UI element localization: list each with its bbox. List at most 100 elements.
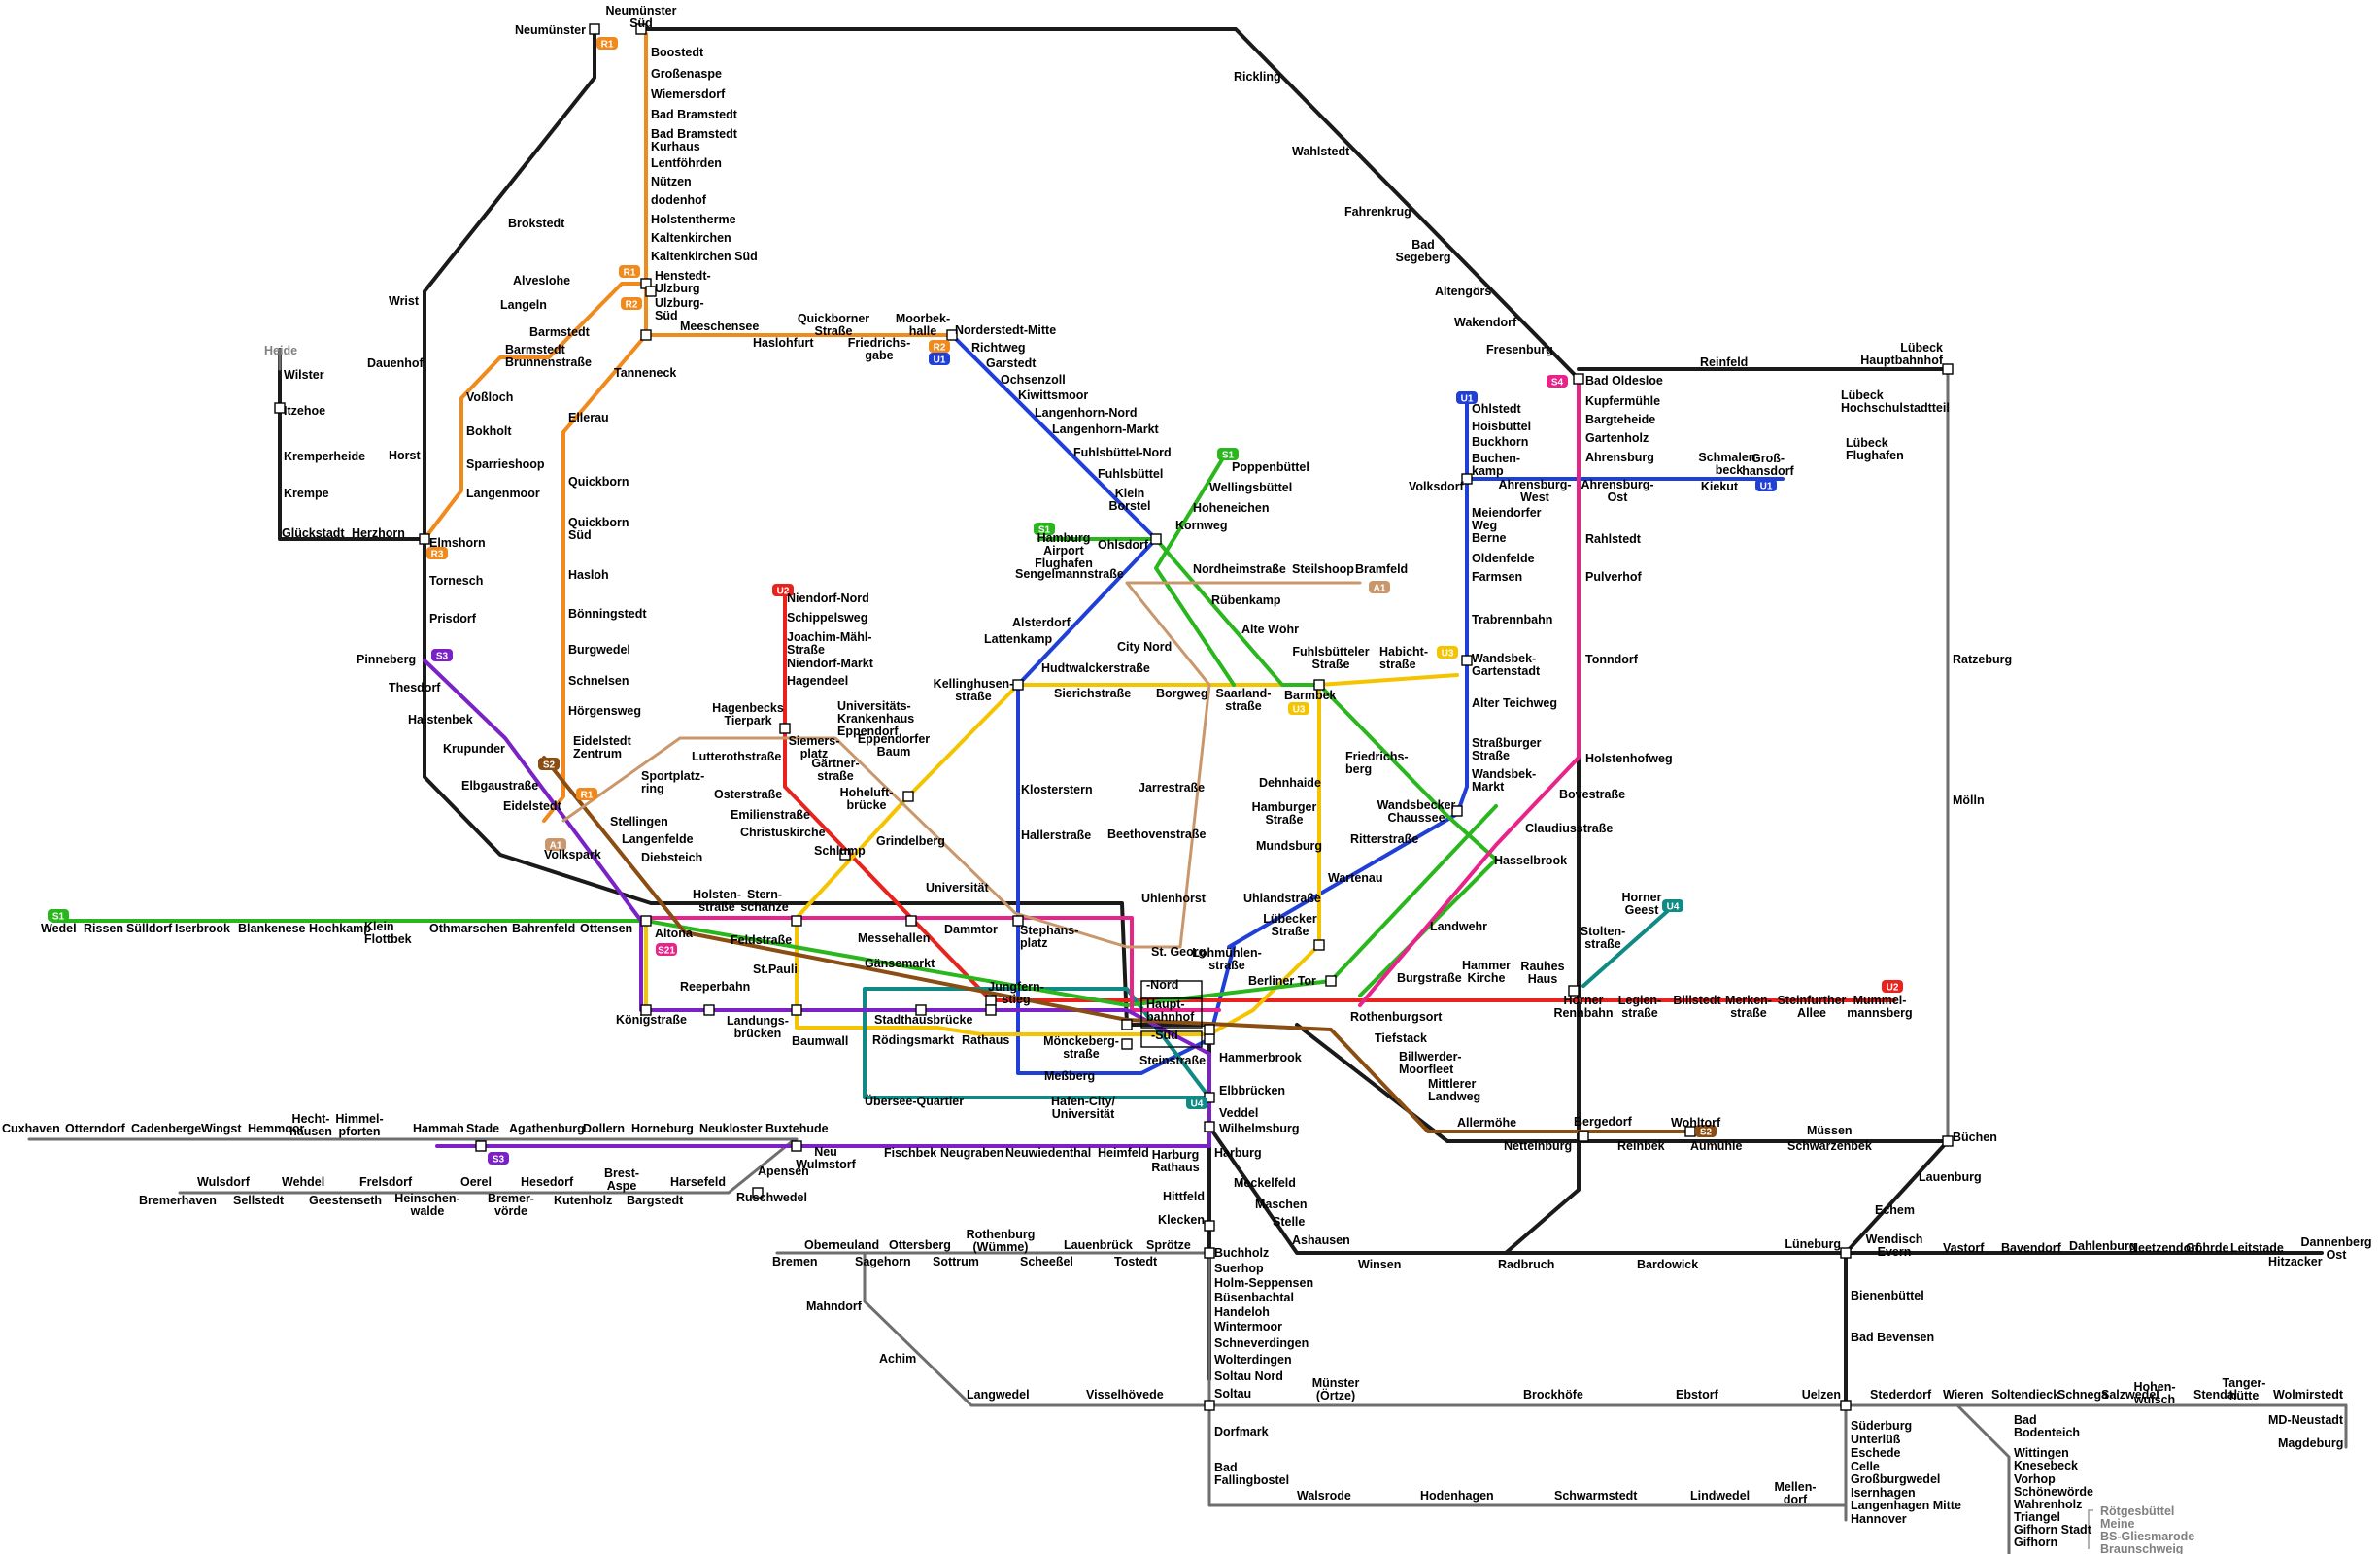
station-marker[interactable] (791, 1140, 802, 1152)
station-label-wehdel: Wehdel (282, 1175, 324, 1189)
station-label-isernhagen: Isernhagen (1851, 1486, 1916, 1500)
station-marker[interactable] (791, 915, 802, 927)
station-label-ottersberg: Ottersberg (889, 1238, 951, 1252)
station-marker[interactable] (752, 1187, 764, 1199)
station-label-reinbek: Reinbek (1617, 1139, 1665, 1153)
station-label-sellstedt: Sellstedt (233, 1194, 285, 1207)
station-marker[interactable] (905, 915, 917, 927)
station-marker[interactable] (1840, 1400, 1852, 1411)
station-label-dollern: Dollern (583, 1122, 625, 1135)
station-label-unterluss: Unterlüß (1851, 1433, 1901, 1446)
station-marker[interactable] (635, 23, 647, 35)
station-label-soltau: Soltau (1214, 1387, 1251, 1401)
station-marker[interactable] (1461, 655, 1473, 666)
station-label-uelzen: Uelzen (1802, 1388, 1841, 1402)
station-marker[interactable] (1840, 1247, 1852, 1259)
station-marker[interactable] (985, 1004, 997, 1016)
station-marker[interactable] (475, 1140, 487, 1152)
station-label-buchen: Büchen (1953, 1131, 1997, 1144)
station-marker[interactable] (1204, 1024, 1215, 1035)
station-marker[interactable] (1121, 1019, 1133, 1030)
station-marker[interactable] (1012, 679, 1024, 691)
station-marker[interactable] (703, 1004, 715, 1016)
station-label-lutteroth: Lutterothstraße (692, 750, 781, 763)
station-label-hittfeld: Hittfeld (1163, 1190, 1205, 1203)
station-label-elmshorn: Elmshorn (429, 536, 486, 550)
station-marker[interactable] (1204, 1247, 1215, 1259)
station-marker[interactable] (645, 286, 657, 297)
station-label-krempe: Krempe (284, 487, 329, 500)
station-label-konigstr: Königstraße (616, 1013, 687, 1027)
station-marker[interactable] (640, 329, 652, 341)
station-label-sagehorn: Sagehorn (855, 1255, 911, 1268)
station-label-maschen: Maschen (1255, 1198, 1308, 1211)
station-label-buckhorn: Buckhorn (1472, 435, 1528, 449)
station-label-rathaus: Rathaus (962, 1033, 1009, 1047)
station-label-tiefstack: Tiefstack (1375, 1031, 1427, 1045)
station-marker[interactable] (1568, 985, 1580, 997)
station-marker[interactable] (1325, 975, 1337, 987)
hauptbahnhof-box[interactable] (1140, 997, 1203, 1029)
station-marker[interactable] (779, 723, 791, 734)
station-label-grossenaspe: Großenaspe (651, 67, 722, 81)
station-label-alveslohe: Alveslohe (513, 274, 570, 287)
station-marker[interactable] (1313, 679, 1325, 691)
line-uelzen-braunschweig (1955, 1403, 2011, 1554)
station-marker[interactable] (1204, 1400, 1215, 1411)
station-marker[interactable] (1204, 1121, 1215, 1132)
station-marker[interactable] (1012, 915, 1024, 927)
station-label-wahlstedt: Wahlstedt (1292, 145, 1350, 158)
station-marker[interactable] (1121, 1038, 1133, 1050)
station-label-echem: Echem (1875, 1203, 1915, 1217)
station-label-borgweg: Borgweg (1156, 687, 1207, 700)
station-label-buxtehude: Buxtehude (765, 1122, 829, 1135)
station-marker[interactable] (1204, 1033, 1215, 1045)
station-label-winsen: Winsen (1358, 1258, 1401, 1271)
station-marker[interactable] (839, 849, 851, 861)
station-marker[interactable] (589, 23, 600, 35)
station-marker[interactable] (1942, 1135, 1954, 1147)
station-label-burgwedel: Burgwedel (568, 643, 630, 657)
station-label-ohlsdorf: Ohlsdorf (1098, 538, 1149, 552)
station-label-holm-seppensen: Holm-Seppensen (1214, 1276, 1313, 1290)
station-marker[interactable] (640, 1004, 652, 1016)
station-label-tanneneck: Tanneneck (614, 366, 676, 380)
station-label-grosshansdorf: Groß-hansdorf (1742, 452, 1794, 478)
station-marker[interactable] (640, 915, 652, 927)
station-label-trabrennbahn: Trabrennbahn (1472, 613, 1552, 626)
line-badge: R3 (426, 547, 448, 560)
station-marker[interactable] (985, 995, 997, 1006)
station-label-bad-bramstedt: Bad Bramstedt (651, 108, 738, 121)
station-marker[interactable] (1204, 1220, 1215, 1232)
station-label-apensen: Apensen (758, 1165, 809, 1178)
line-badge: U4 (1186, 1097, 1207, 1110)
station-marker[interactable] (1451, 805, 1463, 817)
station-marker[interactable] (1573, 373, 1584, 385)
station-marker[interactable] (419, 533, 430, 545)
station-marker[interactable] (946, 329, 958, 341)
hauptbahnhof-box[interactable] (1140, 1030, 1203, 1048)
station-marker[interactable] (1150, 533, 1162, 545)
station-marker[interactable] (1578, 1131, 1589, 1142)
station-marker[interactable] (791, 1004, 802, 1016)
station-marker[interactable] (1461, 473, 1473, 485)
station-label-wandsbek-markt: Wandsbek-Markt (1472, 767, 1536, 794)
station-label-gohrde: Göhrde (2186, 1241, 2228, 1255)
station-marker[interactable] (915, 1004, 927, 1016)
station-marker[interactable] (902, 791, 914, 802)
station-marker[interactable] (1313, 939, 1325, 951)
station-marker[interactable] (1942, 363, 1954, 375)
station-marker[interactable] (274, 402, 286, 414)
station-label-soltendieck: Soltendieck (1991, 1388, 2059, 1402)
line-badge: U1 (929, 353, 950, 366)
bracket-line (2088, 1509, 2093, 1549)
station-label-boostedt: Boostedt (651, 46, 704, 59)
station-label-mellendorf: Mellen-dorf (1774, 1480, 1816, 1506)
line-u3-barmbek (1317, 673, 1459, 687)
station-label-dammtor: Dammtor (944, 923, 998, 936)
line-badge-label: U1 (1461, 394, 1474, 405)
station-label-brokstedt: Brokstedt (508, 217, 565, 230)
